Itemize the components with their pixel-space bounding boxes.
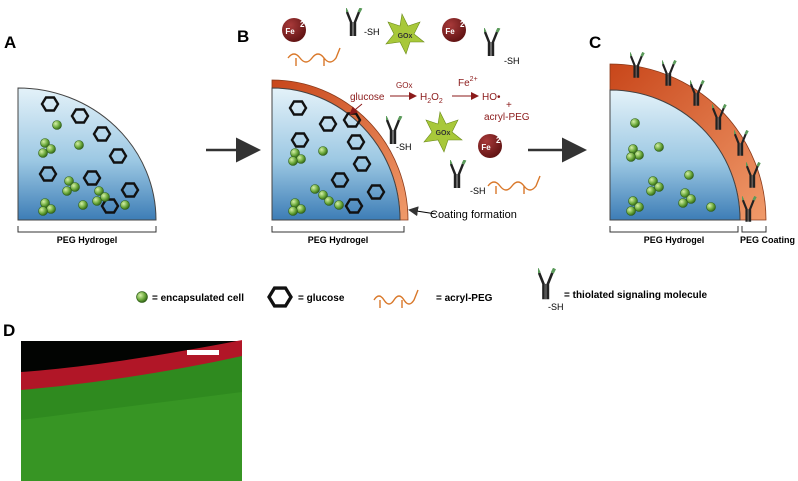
- panel-label-d: D: [3, 321, 15, 340]
- panel-c-coating-bracket: [741, 226, 767, 233]
- panel-a-hydrogel: PEG Hydrogel: [17, 87, 157, 245]
- gox-enzyme-middle: GOx: [423, 111, 463, 153]
- coating-formation-label: Coating formation: [430, 209, 517, 221]
- panel-b-bracket: [271, 226, 405, 233]
- coating-formation-pointer: [408, 206, 437, 217]
- svg-text:-SH: -SH: [364, 27, 380, 37]
- svg-text:Fe: Fe: [285, 27, 295, 36]
- panel-d-micrograph: [21, 340, 242, 481]
- thiol-molecule-top: -SH: [346, 8, 380, 38]
- reaction-h2o2: H2O2: [420, 92, 443, 105]
- svg-text:= acryl-PEG: = acryl-PEG: [436, 293, 493, 304]
- reaction-scheme: glucose GOx H2O2 Fe2+ HO• + acryl-PEG: [349, 76, 530, 123]
- svg-text:-SH: -SH: [396, 142, 412, 152]
- svg-text:= encapsulated cell: = encapsulated cell: [152, 293, 244, 304]
- legend: = encapsulated cell = glucose = acryl-PE…: [136, 268, 708, 312]
- panel-a-bracket: [17, 226, 157, 233]
- panel-c-peg-coating-label: PEG Coating: [740, 235, 795, 245]
- thiol-molecule-right: -SH: [484, 28, 520, 66]
- panel-b-peg-hydrogel-label: PEG Hydrogel: [308, 235, 369, 245]
- panel-c-hydrogel-bracket: [609, 226, 739, 233]
- panel-b-hydrogel: PEG Hydrogel: [271, 79, 409, 245]
- legend-cell: = encapsulated cell: [136, 291, 244, 304]
- legend-acryl-peg: = acryl-PEG: [373, 289, 493, 308]
- fe-ion-middle: Fe 2+: [478, 134, 505, 158]
- acryl-peg-molecule-lower: [487, 175, 541, 194]
- panel-c-hydrogel: PEG Hydrogel PEG Coating: [609, 52, 795, 245]
- reaction-acryl-peg: acryl-PEG: [484, 112, 530, 123]
- fe-ion-top-left: Fe 2+: [282, 18, 309, 42]
- svg-text:Fe: Fe: [445, 27, 455, 36]
- reaction-fe-catalyst: Fe2+: [458, 76, 478, 89]
- acryl-peg-molecule-top: [287, 47, 341, 66]
- svg-text:Fe: Fe: [481, 143, 491, 152]
- thiol-molecule-lower: -SH: [450, 160, 486, 196]
- reaction-hydroxyl-radical: HO•: [482, 92, 501, 103]
- reaction-plus: +: [506, 100, 512, 111]
- panel-label-b: B: [237, 27, 249, 46]
- svg-text:2+: 2+: [300, 20, 309, 29]
- panel-a-peg-hydrogel-label: PEG Hydrogel: [57, 235, 118, 245]
- svg-text:-SH: -SH: [504, 56, 520, 66]
- panel-label-c: C: [589, 33, 601, 52]
- svg-text:GOx: GOx: [436, 130, 451, 137]
- svg-text:2+: 2+: [496, 136, 505, 145]
- svg-text:2+: 2+: [460, 20, 469, 29]
- legend-thiol: -SH = thiolated signaling molecule: [538, 268, 708, 312]
- reaction-gox-catalyst: GOx: [396, 81, 412, 90]
- panel-label-a: A: [4, 33, 16, 52]
- thiol-molecule-in-coating: -SH: [386, 116, 412, 152]
- reaction-glucose: glucose: [350, 92, 385, 103]
- legend-glucose: = glucose: [267, 286, 345, 308]
- panel-c-peg-hydrogel-label: PEG Hydrogel: [644, 235, 705, 245]
- svg-text:= thiolated signaling molecule: = thiolated signaling molecule: [564, 290, 708, 301]
- gox-enzyme-top: GOx: [385, 13, 425, 55]
- fe-ion-top-right: Fe 2+: [442, 18, 469, 42]
- svg-text:GOx: GOx: [398, 33, 413, 40]
- svg-text:-SH: -SH: [548, 302, 564, 312]
- scale-bar: [187, 350, 219, 355]
- svg-text:-SH: -SH: [470, 186, 486, 196]
- svg-text:= glucose: = glucose: [298, 293, 345, 304]
